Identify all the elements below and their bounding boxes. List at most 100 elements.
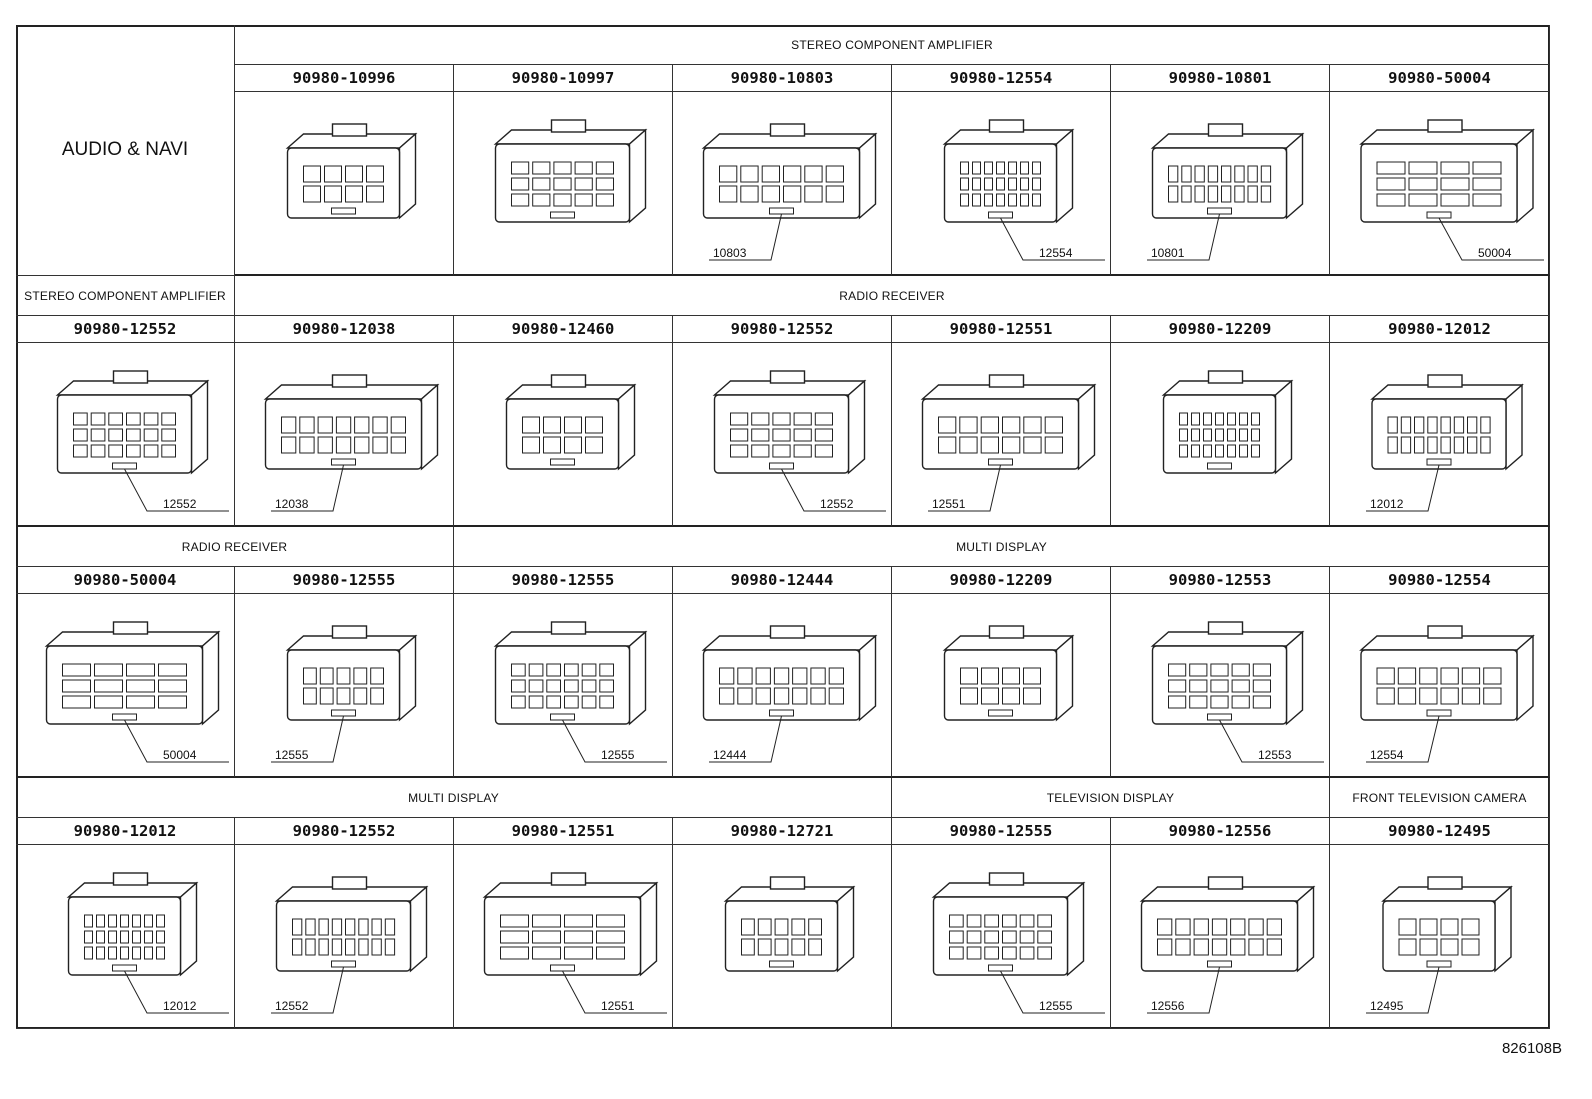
connector-illustration: 12552 <box>16 343 235 527</box>
connector-drawing <box>1150 621 1324 763</box>
connector-code-label: 50004 <box>1478 246 1512 260</box>
connector-code-label: 12012 <box>163 999 197 1013</box>
page-title: AUDIO & NAVI <box>16 25 235 276</box>
connector-drawing <box>931 872 1105 1014</box>
connector-drawing <box>1366 876 1513 1014</box>
connector-drawing <box>1161 370 1294 475</box>
connector-illustration: 12012 <box>1330 343 1550 527</box>
part-number: 90980-12556 <box>1111 818 1330 845</box>
connector-illustration: 12555 <box>892 845 1111 1029</box>
connector-drawing <box>701 625 878 763</box>
connector-illustration: 12555 <box>454 594 673 778</box>
group-header: RADIO RECEIVER <box>16 527 454 567</box>
connector-drawing <box>1359 625 1535 763</box>
connector-illustration: 12012 <box>16 845 235 1029</box>
group-header: STEREO COMPONENT AMPLIFIER <box>235 25 1550 65</box>
connector-drawing <box>271 876 429 1014</box>
connector-code-label: 10803 <box>713 246 747 260</box>
group-header: MULTI DISPLAY <box>16 778 892 818</box>
part-number: 90980-12721 <box>673 818 892 845</box>
part-number: 90980-12444 <box>673 567 892 594</box>
part-number: 90980-12551 <box>454 818 673 845</box>
connector-illustration: 12554 <box>892 92 1111 276</box>
connector-drawing <box>55 370 229 512</box>
connector-illustration: 50004 <box>16 594 235 778</box>
connector-drawing <box>493 119 648 224</box>
connector-illustration: 12552 <box>235 845 454 1029</box>
connector-code-label: 12552 <box>275 999 309 1013</box>
connector-code-label: 50004 <box>163 748 197 762</box>
connector-illustration: 12551 <box>454 845 673 1029</box>
connector-drawing <box>1366 374 1524 512</box>
connector-illustration <box>454 92 673 276</box>
part-number: 90980-12460 <box>454 316 673 343</box>
connector-code-label: 12555 <box>275 748 309 762</box>
connector-drawing <box>285 123 418 220</box>
connector-illustration <box>454 343 673 527</box>
part-number: 90980-12209 <box>1111 316 1330 343</box>
connector-drawing <box>942 625 1075 722</box>
part-number: 90980-12554 <box>892 65 1111 92</box>
connector-drawing <box>701 123 878 261</box>
connector-code-label: 12038 <box>275 497 309 511</box>
connector-code-label: 12553 <box>1258 748 1292 762</box>
group-header: STEREO COMPONENT AMPLIFIER <box>16 276 235 316</box>
connector-illustration <box>1111 343 1330 527</box>
connector-code-label: 12556 <box>1151 999 1185 1013</box>
connector-code-label: 12551 <box>601 999 635 1013</box>
part-number: 90980-12209 <box>892 567 1111 594</box>
connector-illustration <box>235 92 454 276</box>
part-number: 90980-12555 <box>235 567 454 594</box>
connector-drawing <box>712 370 886 512</box>
connector-illustration <box>673 845 892 1029</box>
connector-illustration: 12556 <box>1111 845 1330 1029</box>
part-number: 90980-12495 <box>1330 818 1550 845</box>
connector-drawing <box>1139 876 1316 1014</box>
connector-drawing <box>44 621 229 763</box>
part-number: 90980-12551 <box>892 316 1111 343</box>
connector-illustration: 12038 <box>235 343 454 527</box>
connector-code-label: 12555 <box>601 748 635 762</box>
connector-illustration: 10801 <box>1111 92 1330 276</box>
part-number: 90980-10803 <box>673 65 892 92</box>
group-header: FRONT TELEVISION CAMERA <box>1330 778 1550 818</box>
part-number: 90980-50004 <box>16 567 235 594</box>
connector-drawing <box>482 872 667 1014</box>
part-number: 90980-12012 <box>16 818 235 845</box>
part-number: 90980-12012 <box>1330 316 1550 343</box>
part-number: 90980-12554 <box>1330 567 1550 594</box>
part-number: 90980-50004 <box>1330 65 1550 92</box>
part-number: 90980-12038 <box>235 316 454 343</box>
connector-illustration: 50004 <box>1330 92 1550 276</box>
group-header: TELEVISION DISPLAY <box>892 778 1330 818</box>
connector-drawing <box>66 872 229 1014</box>
part-number: 90980-12553 <box>1111 567 1330 594</box>
connector-code-label: 10801 <box>1151 246 1185 260</box>
connector-drawing <box>920 374 1097 512</box>
connector-illustration <box>892 594 1111 778</box>
connector-illustration: 12555 <box>235 594 454 778</box>
connector-illustration: 12554 <box>1330 594 1550 778</box>
connector-drawing <box>493 621 667 763</box>
connector-drawing <box>1359 119 1544 261</box>
connector-drawing <box>942 119 1105 261</box>
connector-code-label: 12552 <box>163 497 197 511</box>
part-number: 90980-10997 <box>454 65 673 92</box>
part-number: 90980-12552 <box>673 316 892 343</box>
connector-code-label: 12555 <box>1039 999 1073 1013</box>
connector-code-label: 12444 <box>713 748 747 762</box>
connector-drawing <box>263 374 440 512</box>
part-number: 90980-12552 <box>16 316 235 343</box>
connector-illustration: 10803 <box>673 92 892 276</box>
part-number: 90980-10801 <box>1111 65 1330 92</box>
connector-code-label: 12554 <box>1039 246 1073 260</box>
connector-illustration: 12553 <box>1111 594 1330 778</box>
connector-drawing <box>504 374 637 471</box>
connector-drawing <box>723 876 856 973</box>
connector-drawing <box>1147 123 1305 261</box>
group-header: RADIO RECEIVER <box>235 276 1550 316</box>
connector-code-label: 12012 <box>1370 497 1404 511</box>
part-number: 90980-12552 <box>235 818 454 845</box>
connector-illustration: 12552 <box>673 343 892 527</box>
